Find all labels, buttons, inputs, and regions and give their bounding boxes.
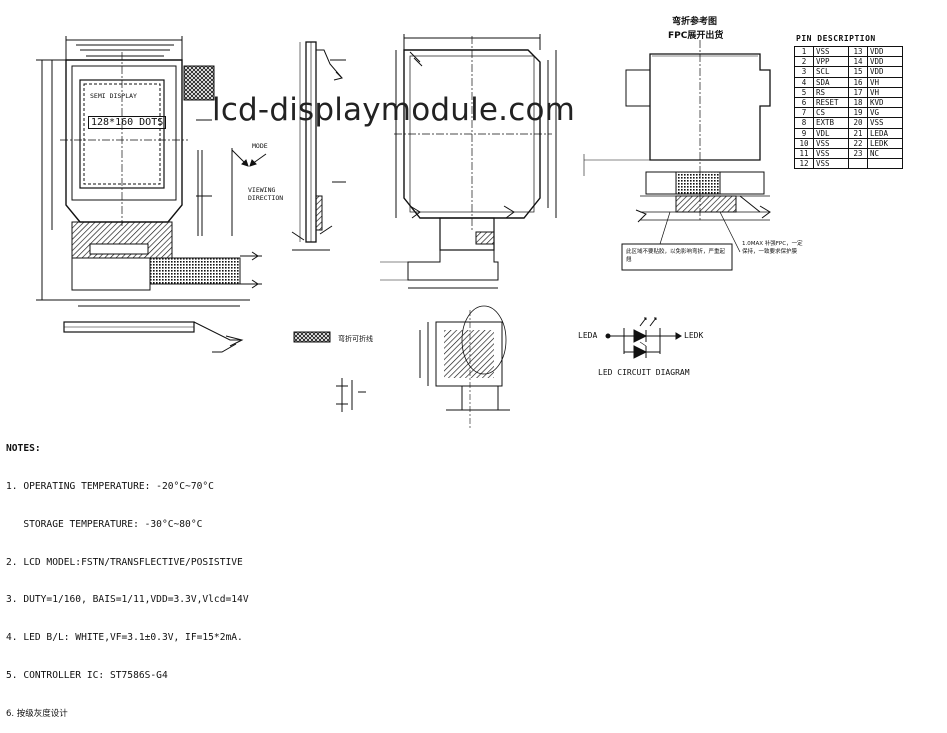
pin-number: 12 [794, 158, 814, 170]
notes-line: 1. OPERATING TEMPERATURE: -20°C~70°C [6, 480, 214, 492]
pin-signal: VSS [813, 137, 849, 149]
pin-signal: VPP [813, 56, 849, 68]
pin-number: 13 [848, 45, 868, 58]
pin-number: 1 [794, 45, 814, 58]
pin-number: 7 [794, 107, 814, 119]
pin-number: 6 [794, 96, 814, 109]
pin-signal: VSS [813, 45, 849, 58]
front-view [36, 36, 262, 353]
pin-number: 2 [794, 56, 814, 68]
pin-number: 10 [794, 137, 814, 149]
fpc-title-line2: FPC展开出货 [668, 31, 724, 41]
pin-signal: CS [813, 107, 849, 119]
lcd-screen-text: 128*160 DOTS [88, 116, 167, 129]
notes-title: NOTES: [6, 443, 41, 455]
pin-signal: LEDA [867, 127, 903, 139]
viewing-direction-label: VIEWING DIRECTION [248, 186, 284, 202]
notes-line: 5. CONTROLLER IC: ST7586S-G4 [6, 669, 168, 681]
notes-line: STORAGE TEMPERATURE: -30°C~80°C [6, 518, 203, 530]
lcd-model-label: SEMI DISPLAY [90, 92, 137, 100]
led-circuit [605, 317, 682, 359]
pin-signal: VSS [813, 147, 849, 160]
pin-signal: VDL [813, 127, 849, 139]
notes-line: 2. LCD MODEL:FSTN/TRANSFLECTIVE/POSISTIV… [6, 556, 243, 568]
pin-number: 5 [794, 86, 814, 98]
side-view [291, 41, 346, 251]
pin-number: 8 [794, 117, 814, 129]
pin-number: 11 [794, 147, 814, 160]
pin-number: 9 [794, 127, 814, 139]
detail-views [293, 305, 510, 428]
pin-signal: SDA [813, 76, 849, 88]
pin-signal [867, 158, 903, 170]
pin-signal: VH [867, 76, 903, 88]
pin-number: 19 [848, 107, 868, 119]
pin-number: 3 [794, 66, 814, 78]
pin-signal: LEDK [867, 137, 903, 149]
led-circuit-caption: LED CIRCUIT DIAGRAM [598, 368, 690, 377]
pin-signal: VDD [867, 66, 903, 78]
mechanical-drawing [36, 34, 771, 428]
pin-number: 23 [848, 147, 868, 160]
pin-signal: RESET [813, 96, 849, 109]
pin-signal: NC [867, 147, 903, 160]
pin-signal: VSS [867, 117, 903, 129]
notes-line: 3. DUTY=1/160, BAIS=1/11,VDD=3.3V,Vlcd=1… [6, 594, 249, 606]
pin-number [848, 158, 868, 170]
pin-number: 17 [848, 86, 868, 98]
pin-number: 14 [848, 56, 868, 68]
fold-line-label: 弯折可折线 [338, 335, 373, 343]
pin-number: 22 [848, 137, 868, 149]
pin-signal: EXTB [813, 117, 849, 129]
pin-number: 20 [848, 117, 868, 129]
pin-description-title: PIN DESCRIPTION [796, 34, 876, 43]
pin-signal: SCL [813, 66, 849, 78]
pin-signal: VG [867, 107, 903, 119]
viewing-direction-symbol [231, 149, 267, 167]
ledk-label: LEDK [684, 331, 704, 340]
fpc-note-right: 1.0MAX 补强FPC，一定保持，一致要求保护膜 [742, 241, 803, 255]
notes-line: 6. 按级灰度设计 [6, 708, 68, 719]
pin-number: 18 [848, 96, 868, 109]
viewing-mode-label: MODE [252, 142, 268, 150]
watermark: lcd-displaymodule.com [212, 92, 576, 128]
fpc-note-box-text: 此区域不要贴胶，以免影响弯折，严重起翘 [626, 249, 726, 263]
pin-number: 21 [848, 127, 868, 139]
pin-signal: VH [867, 86, 903, 98]
pin-signal: VDD [867, 45, 903, 58]
notes-line: 4. LED B/L: WHITE,VF=3.1±0.3V, IF=15*2mA… [6, 632, 243, 644]
leda-label: LEDA [578, 331, 598, 340]
notes-block: NOTES: 1. OPERATING TEMPERATURE: -20°C~7… [6, 418, 249, 733]
pin-number: 16 [848, 76, 868, 88]
fpc-title-line1: 弯折参考图 [672, 17, 718, 27]
fpc-folded-view [583, 40, 771, 271]
fpc-unfolded-view [380, 34, 557, 289]
pin-signal: VSS [813, 158, 849, 170]
pin-signal: VDD [867, 56, 903, 68]
pin-signal: RS [813, 86, 849, 98]
pin-signal: KVD [867, 96, 903, 109]
pin-number: 4 [794, 76, 814, 88]
pin-number: 15 [848, 66, 868, 78]
